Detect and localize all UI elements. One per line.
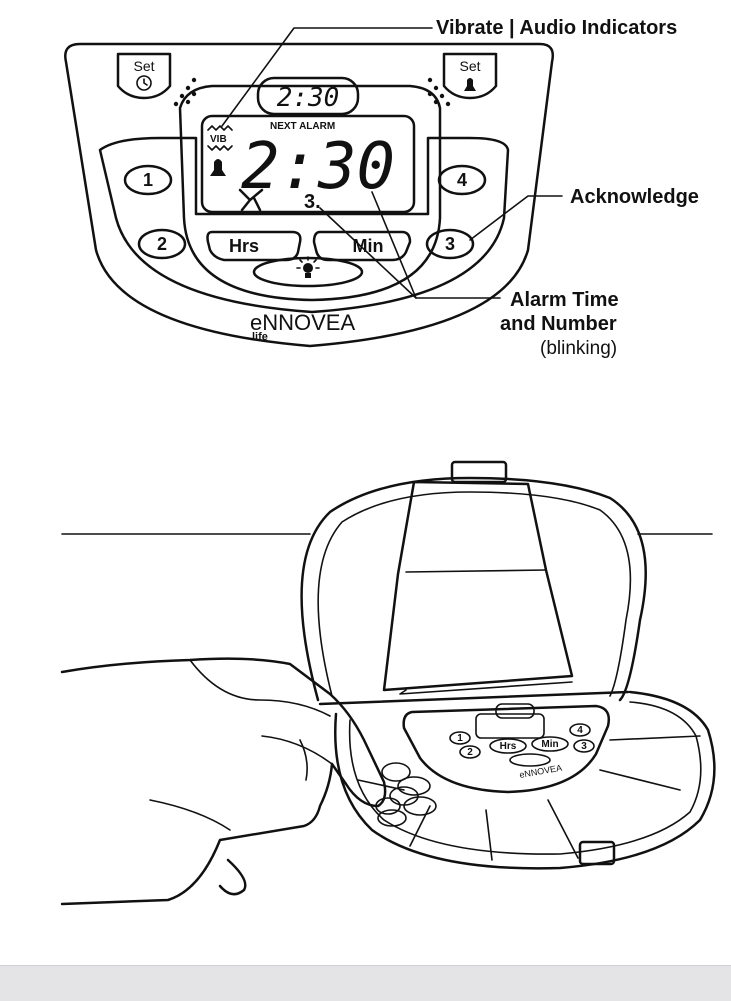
- brand-logo: eNNOVEA life: [250, 310, 355, 343]
- mini-b4: 4: [577, 725, 583, 736]
- panel-body: [64, 42, 554, 348]
- light-button[interactable]: [252, 256, 364, 288]
- callout-alarm-2: and Number: [500, 313, 617, 335]
- case-lid: [300, 476, 647, 702]
- mini-min: Min: [541, 739, 558, 750]
- callout-acknowledge: Acknowledge: [570, 186, 699, 208]
- callout-lines: [221, 27, 563, 299]
- base-latch: [578, 840, 616, 866]
- button-3[interactable]: 3: [425, 228, 475, 260]
- set-clock-button[interactable]: Set: [116, 52, 172, 100]
- lid-window: [382, 480, 574, 692]
- clock-icon: [136, 75, 152, 91]
- clock-display: 2:30: [256, 76, 360, 116]
- open-pill-case: 1 2 4 3 Hrs Min eNNOVEA: [60, 460, 716, 906]
- mini-b2: 2: [467, 747, 473, 758]
- hand: [60, 657, 387, 906]
- minutes-button[interactable]: Min: [312, 230, 412, 262]
- mini-hrs: Hrs: [500, 741, 517, 752]
- pills: [375, 762, 437, 827]
- minutes-label: Min: [353, 236, 384, 256]
- vib-label: VIB: [210, 134, 227, 145]
- button-3-label: 3: [445, 234, 455, 254]
- set-clock-label: Set: [133, 58, 154, 74]
- clock-time: 2:30: [277, 83, 340, 113]
- bell-icon: [464, 78, 476, 91]
- main-lcd: NEXT ALARM 2:30 3. VIB: [200, 114, 416, 214]
- button-4-label: 4: [457, 170, 467, 190]
- control-panel: Set Set 2:30 NEXT ALARM 2:30: [64, 42, 554, 348]
- speaker-grille-icon: [173, 77, 451, 107]
- mini-device: 1 2 4 3 Hrs Min eNNOVEA: [402, 703, 610, 794]
- callout-alarm-1: Alarm Time: [510, 289, 619, 311]
- alarm-number: 3.: [304, 191, 321, 213]
- case-base: [334, 690, 716, 870]
- panel-recess: [178, 84, 442, 302]
- next-alarm-label: NEXT ALARM: [270, 121, 335, 132]
- hinge: [318, 690, 630, 706]
- set-alarm-button[interactable]: Set: [442, 52, 498, 100]
- button-2-label: 2: [157, 234, 167, 254]
- brand-sub: life: [252, 331, 268, 343]
- callout-alarm-3: (blinking): [540, 338, 617, 359]
- mini-b1: 1: [457, 733, 463, 744]
- button-2[interactable]: 2: [137, 228, 187, 260]
- lcd-bell-icon: [210, 159, 226, 176]
- button-4[interactable]: 4: [437, 164, 487, 196]
- mini-b3: 3: [581, 741, 587, 752]
- set-alarm-label: Set: [459, 58, 480, 74]
- button-1-label: 1: [143, 170, 153, 190]
- hours-label: Hrs: [229, 236, 259, 256]
- light-bulb-icon: [296, 256, 320, 278]
- hours-button[interactable]: Hrs: [206, 230, 302, 262]
- footer-bar: [0, 965, 731, 1001]
- button-1[interactable]: 1: [123, 164, 173, 196]
- brand-name: eNNOVEA: [250, 310, 355, 335]
- callout-indicators: Vibrate | Audio Indicators: [436, 17, 677, 39]
- vibrate-icon: VIB: [207, 125, 233, 151]
- acknowledge-icon: [238, 188, 264, 212]
- panel-inner-contour: [98, 136, 510, 314]
- alarm-time: 2:30: [241, 130, 395, 204]
